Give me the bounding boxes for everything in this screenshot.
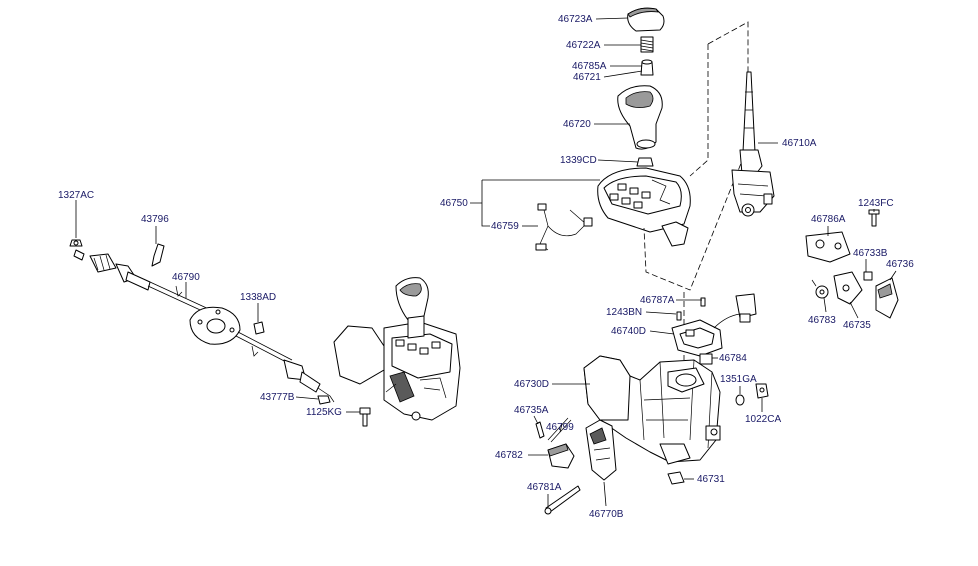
callout-46710A: 46710A [782, 138, 817, 149]
cam-46736 [875, 277, 899, 319]
spring-46783 [811, 279, 829, 299]
callout-1125KG: 1125KG [306, 407, 342, 418]
callout-43777B: 43777B [260, 392, 295, 403]
shift-lever-rod-46710A [731, 71, 775, 217]
callout-46723A: 46723A [558, 14, 593, 25]
callout-46785A: 46785A [572, 61, 607, 72]
clip-43777B [317, 395, 331, 405]
nut-1339CD [636, 157, 654, 167]
callout-46790: 46790 [172, 272, 200, 283]
screw-1243BN [676, 311, 682, 321]
bolt-1243FC [868, 209, 880, 227]
callout-46720: 46720 [563, 119, 591, 130]
shifter-base-46730D [583, 292, 721, 465]
clip-43796 [151, 243, 165, 267]
callout-46799: 46799 [546, 422, 574, 433]
shift-cable-46790 [73, 249, 335, 403]
callout-1243FC: 1243FC [858, 198, 894, 209]
pin-46735A [535, 421, 545, 439]
callout-46731: 46731 [697, 474, 725, 485]
callout-1351GA: 1351GA [720, 374, 757, 385]
callout-1022CA: 1022CA [745, 414, 781, 425]
bolt-1327AC [69, 239, 83, 247]
callout-46750: 46750 [440, 198, 468, 209]
callout-1327AC: 1327AC [58, 190, 94, 201]
bracket-46770B [585, 419, 617, 481]
pin-46781A [544, 485, 581, 515]
callout-46733B: 46733B [853, 248, 888, 259]
callout-46782: 46782 [495, 450, 523, 461]
callout-46787A: 46787A [640, 295, 675, 306]
callout-46759: 46759 [491, 221, 519, 232]
indicator-panel-46750 [597, 167, 691, 247]
callout-46722A: 46722A [566, 40, 601, 51]
callout-46770B: 46770B [589, 509, 624, 520]
assembled-shifter-view [333, 277, 461, 421]
bushing-46731 [667, 471, 685, 485]
callout-46721: 46721 [573, 72, 601, 83]
lever-46735 [833, 271, 863, 305]
callout-46735A: 46735A [514, 405, 549, 416]
callout-46784: 46784 [719, 353, 747, 364]
knob-cap-46723A [627, 7, 665, 32]
callout-43796: 43796 [141, 214, 169, 225]
wire-harness-46759 [535, 203, 593, 251]
callout-1243BN: 1243BN [606, 307, 642, 318]
callout-1338AD: 1338AD [240, 292, 276, 303]
block-46782 [547, 443, 575, 469]
callout-46736: 46736 [886, 259, 914, 270]
callout-46783: 46783 [808, 315, 836, 326]
bracket-46784 [699, 353, 713, 365]
screw-46787A [700, 297, 706, 307]
nut-1338AD [253, 321, 265, 335]
pin-46721 [640, 59, 654, 76]
callout-46786A: 46786A [811, 214, 846, 225]
plate-46786A [805, 231, 851, 263]
lock-solenoid-46740D [671, 293, 757, 357]
bolt-1125KG [359, 407, 371, 427]
callout-46730D: 46730D [514, 379, 549, 390]
nut-46733B [863, 271, 873, 281]
callout-46781A: 46781A [527, 482, 562, 493]
callout-1339CD: 1339CD [560, 155, 597, 166]
spring-46722A [640, 36, 654, 53]
callout-46735: 46735 [843, 320, 871, 331]
washer-1351GA [735, 394, 745, 406]
nut-1022CA [755, 383, 769, 399]
shift-knob-46720 [617, 85, 663, 150]
leader-lines [75, 17, 897, 508]
callout-46740D: 46740D [611, 326, 646, 337]
spring-46799 [547, 417, 572, 443]
